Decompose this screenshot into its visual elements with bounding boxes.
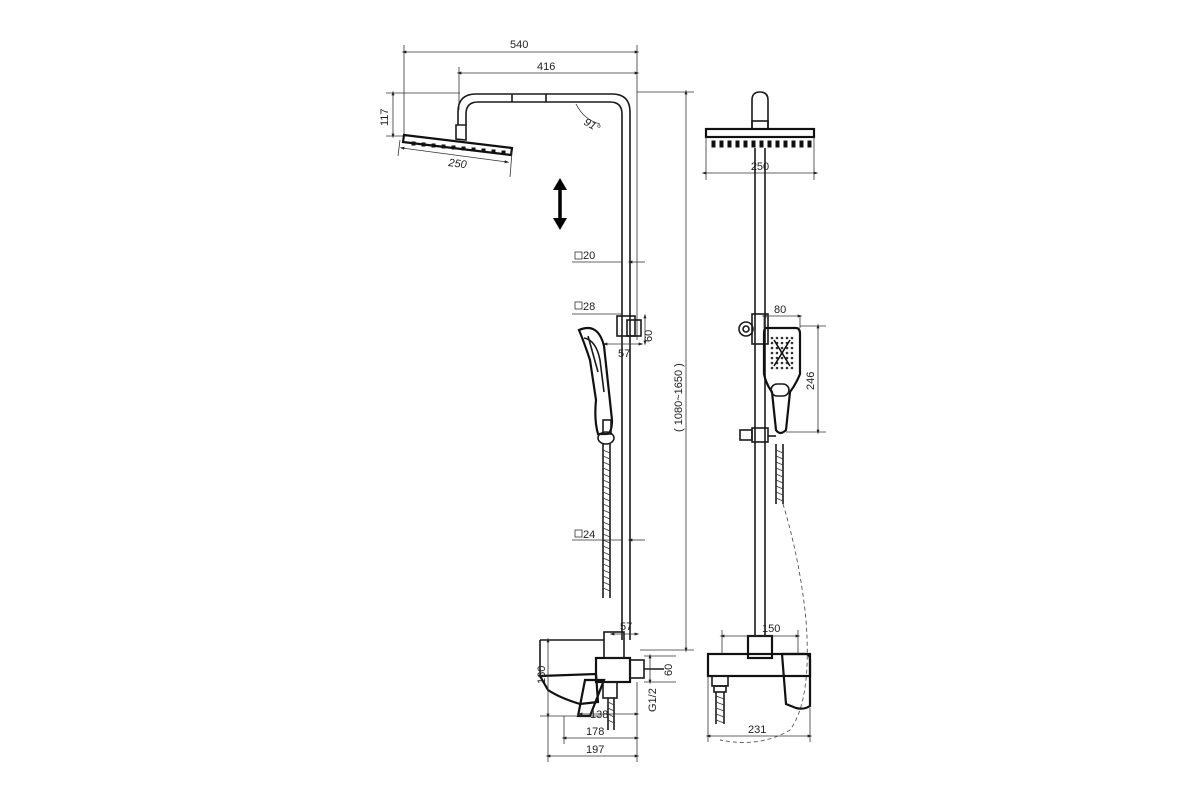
dim-57-bottom-label: 57 (620, 621, 632, 633)
rain-shower-head: 250 (397, 124, 514, 178)
dim-416: 416 (456, 61, 640, 110)
square-section-icon (574, 251, 583, 260)
dim-60-bottom: 60 G1/2 (644, 653, 676, 712)
dim-24-label: 24 (583, 529, 595, 541)
mixer-lever-front (780, 652, 812, 710)
dim-20-label: 20 (583, 250, 595, 262)
dim-1080-label: ( 1080~1650 ) (673, 363, 685, 432)
dim-28-label: 28 (583, 301, 595, 313)
side-view: 540 416 117 91° (379, 39, 694, 762)
dim-178: 178 (561, 716, 640, 744)
dim-160-label: 160 (536, 666, 548, 684)
dim-1080-1650: ( 1080~1650 ) (637, 89, 694, 653)
square-section-icon (574, 301, 583, 310)
dim-150-label: 150 (762, 623, 780, 635)
dim-250-front-label: 250 (751, 161, 769, 173)
dim-20: 20 (572, 250, 645, 264)
shower-hose-front (719, 444, 808, 743)
front-view: 250 (701, 91, 826, 743)
dim-57-bottom: 57 (609, 621, 640, 636)
dim-416-label: 416 (537, 61, 555, 73)
mixer-front: 150 231 (705, 623, 813, 742)
rain-shower-head-front: 250 (701, 127, 819, 180)
dim-246-label: 246 (805, 372, 817, 390)
dim-138-label: 138 (590, 709, 608, 721)
dim-540: 540 (401, 39, 640, 135)
dim-197-label: 197 (586, 744, 604, 756)
dim-24: 24 (572, 529, 645, 542)
g12-label: G1/2 (647, 688, 659, 712)
shower-arm (457, 93, 631, 300)
dim-138: 138 (577, 709, 640, 721)
dim-28: 28 (572, 301, 622, 315)
dim-231-label: 231 (748, 724, 766, 736)
dim-197: 197 (545, 682, 640, 762)
dim-91-label: 91° (582, 116, 603, 135)
dim-57-top-label: 57 (618, 348, 630, 360)
dim-60-bottom-label: 60 (663, 664, 675, 676)
dim-117: 117 (379, 90, 460, 139)
dim-117-label: 117 (379, 108, 391, 126)
dim-540-label: 540 (510, 39, 528, 51)
hand-shower-side (577, 326, 615, 445)
wall-bracket-top: 60 57 (602, 313, 655, 360)
height-adjust-arrow-icon (553, 178, 567, 230)
dim-178-label: 178 (586, 726, 604, 738)
dim-60-top-label: 60 (643, 330, 655, 342)
square-section-icon (574, 529, 583, 538)
dim-80-label: 80 (774, 304, 786, 316)
hand-shower-front: 80 246 (739, 304, 826, 443)
shower-hose-side (602, 444, 611, 598)
dim-160: 160 (536, 637, 600, 719)
dim-250-side-label: 250 (447, 157, 469, 171)
